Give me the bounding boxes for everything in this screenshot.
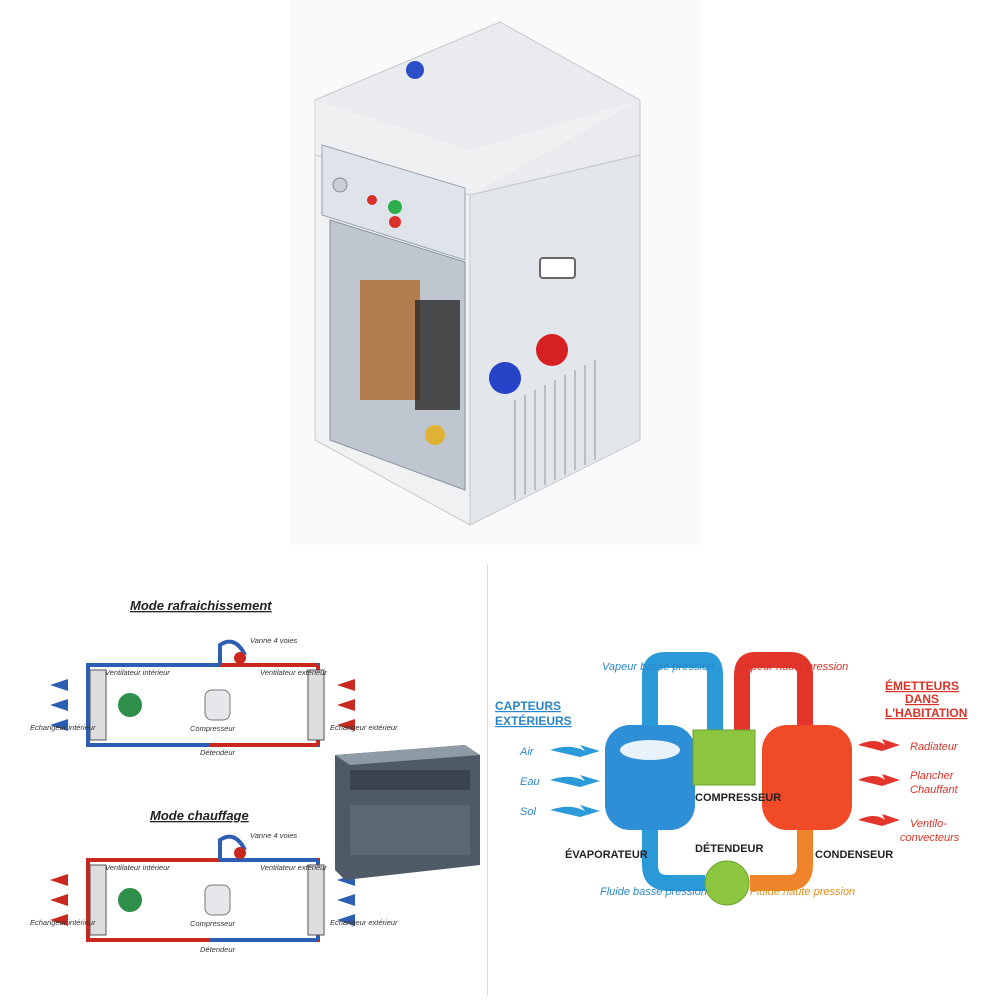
emitters-heading-1: ÉMETTEURS: [885, 678, 959, 693]
source-water-label: Eau: [520, 776, 540, 788]
emitters-heading-2: DANS: [905, 692, 939, 706]
sensors-heading-2: EXTÉRIEURS: [495, 713, 572, 728]
cooling-fan-out-label: Ventilateur extérieur: [260, 668, 327, 677]
vapour-high-label: Vapeur haute pression: [738, 661, 848, 673]
valve-icon: [234, 847, 246, 859]
cooling-circuit: [50, 639, 355, 747]
cooling-mode-title: Mode rafraichissement: [130, 598, 272, 613]
heating-expander-label: Détendeur: [200, 945, 236, 954]
expander-valve: [704, 860, 750, 906]
emitter-fan-label-1: Ventilo-: [910, 818, 947, 830]
heat-pump-cycle-diagram: Vapeur basse pression Vapeur haute press…: [490, 565, 995, 995]
evaporator-label: ÉVAPORATEUR: [565, 848, 648, 861]
cooling-expander-label: Détendeur: [200, 748, 236, 757]
plc-device-image: [335, 745, 480, 880]
compressor-label: COMPRESSEUR: [695, 792, 781, 804]
vapour-low-label: Vapeur basse pression: [602, 661, 714, 673]
heating-fan-out-label: Ventilateur extérieur: [260, 863, 327, 872]
emitter-radiator-label: Radiateur: [910, 741, 959, 753]
heating-compressor-label: Compresseur: [190, 919, 236, 928]
fluid-low-label: Fluide basse pression: [600, 886, 707, 898]
condenser-label: CONDENSEUR: [815, 849, 893, 861]
condenser-vessel: [762, 725, 852, 830]
fan-icon: [118, 888, 142, 912]
heat-pump-modes-diagram: Mode rafraichissement Vanne 4 voies Vent…: [10, 565, 485, 995]
compressor-box: [692, 729, 756, 786]
cooling-compressor-label: Compresseur: [190, 724, 236, 733]
sensors-heading-1: CAPTEURS: [495, 699, 561, 713]
heating-mode-title: Mode chauffage: [150, 808, 249, 823]
fan-icon: [118, 693, 142, 717]
emitter-floor-label-2: Chauffant: [910, 784, 959, 796]
cooling-exch-out-label: Echangeur extérieur: [330, 723, 398, 732]
source-ground-label: Sol: [520, 806, 536, 818]
emitter-fan-label-2: convecteurs: [900, 832, 960, 844]
cooling-valve-label: Vanne 4 voies: [250, 636, 298, 645]
emitters-heading-3: L'HABITATION: [885, 706, 967, 720]
heating-exch-out-label: Echangeur extérieur: [330, 918, 398, 927]
heat-pump-product-image: [290, 0, 700, 545]
valve-icon: [234, 652, 246, 664]
cooling-fan-in-label: Ventilateur intérieur: [105, 668, 170, 677]
expander-label: DÉTENDEUR: [695, 842, 764, 855]
heating-exch-in-label: Echangeur intérieur: [30, 918, 96, 927]
emitter-floor-label-1: Plancher: [910, 770, 955, 782]
cooling-exch-in-label: Echangeur intérieur: [30, 723, 96, 732]
source-air-label: Air: [519, 746, 535, 758]
panel-divider: [487, 565, 488, 995]
heating-fan-in-label: Ventilateur intérieur: [105, 863, 170, 872]
heating-valve-label: Vanne 4 voies: [250, 831, 298, 840]
heating-circuit: [50, 834, 355, 942]
fluid-high-label: Fluide haute pression: [750, 886, 855, 898]
